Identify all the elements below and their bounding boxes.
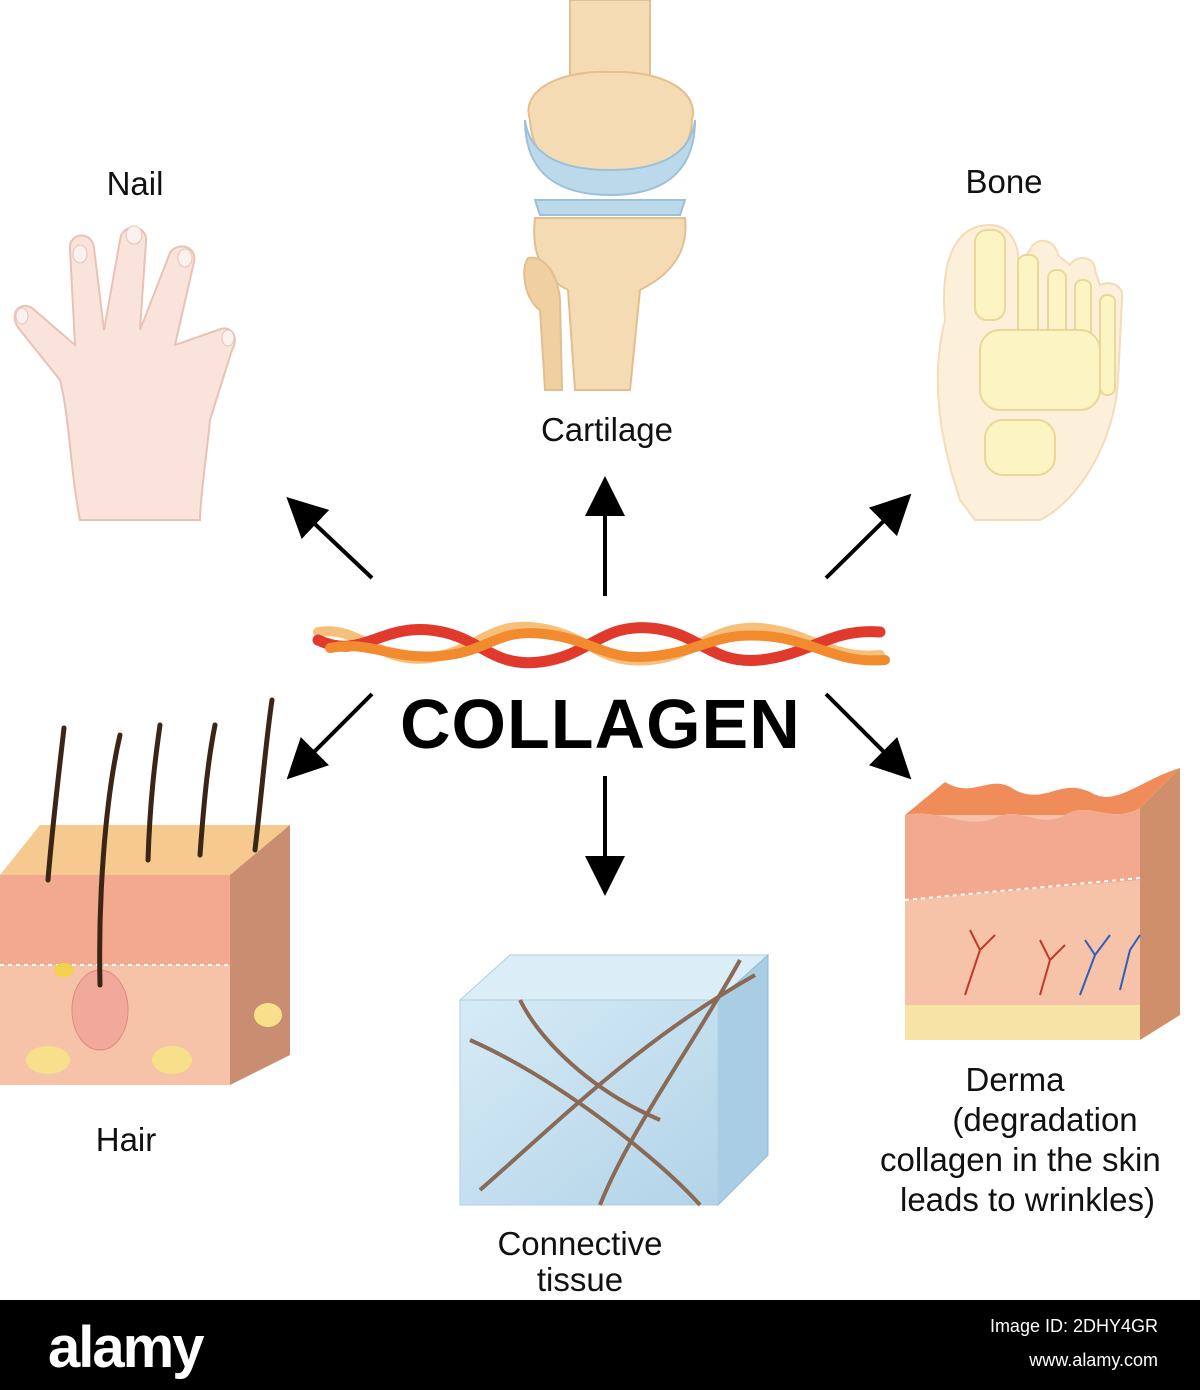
arrow-to-hair [286,692,374,780]
derma-skin-illustration [904,768,1180,1040]
collagen-diagram [0,0,1180,1207]
site-url: www.alamy.com [1029,1350,1158,1370]
label-bone: Bone [965,163,1043,200]
label-hair: Hair [95,1121,157,1158]
alamy-logo: alamy [48,1315,204,1380]
hair-skin-illustration [0,697,290,1085]
label-derma-line2: (degradation [952,1101,1138,1138]
watermark-footer: alamy Image ID: 2DHY4GR www.alamy.com [0,1300,1200,1390]
arrow-to-nail [286,497,374,580]
knee-joint-illustration [523,0,696,391]
label-connective-line2: tissue [536,1262,624,1298]
label-cartilage: Cartilage [540,411,674,448]
image-id: Image ID: 2DHY4GR [989,1316,1158,1336]
arrow-to-derma [824,692,912,780]
label-derma-line3: collagen in the skin [880,1142,1161,1178]
label-connective-line1: Connective [497,1225,663,1262]
diagram-title: COLLAGEN [400,685,801,763]
foot-bones-illustration [936,223,1124,521]
connective-tissue-illustration [458,953,770,1207]
collagen-fiber-helix [312,621,890,669]
label-derma-line4: leads to wrinkles) [900,1181,1155,1218]
label-nail: Nail [106,165,164,202]
hand-illustration [13,225,236,521]
arrows [286,476,912,896]
arrow-to-bone [824,493,912,580]
label-derma-line1: Derma [965,1061,1065,1098]
